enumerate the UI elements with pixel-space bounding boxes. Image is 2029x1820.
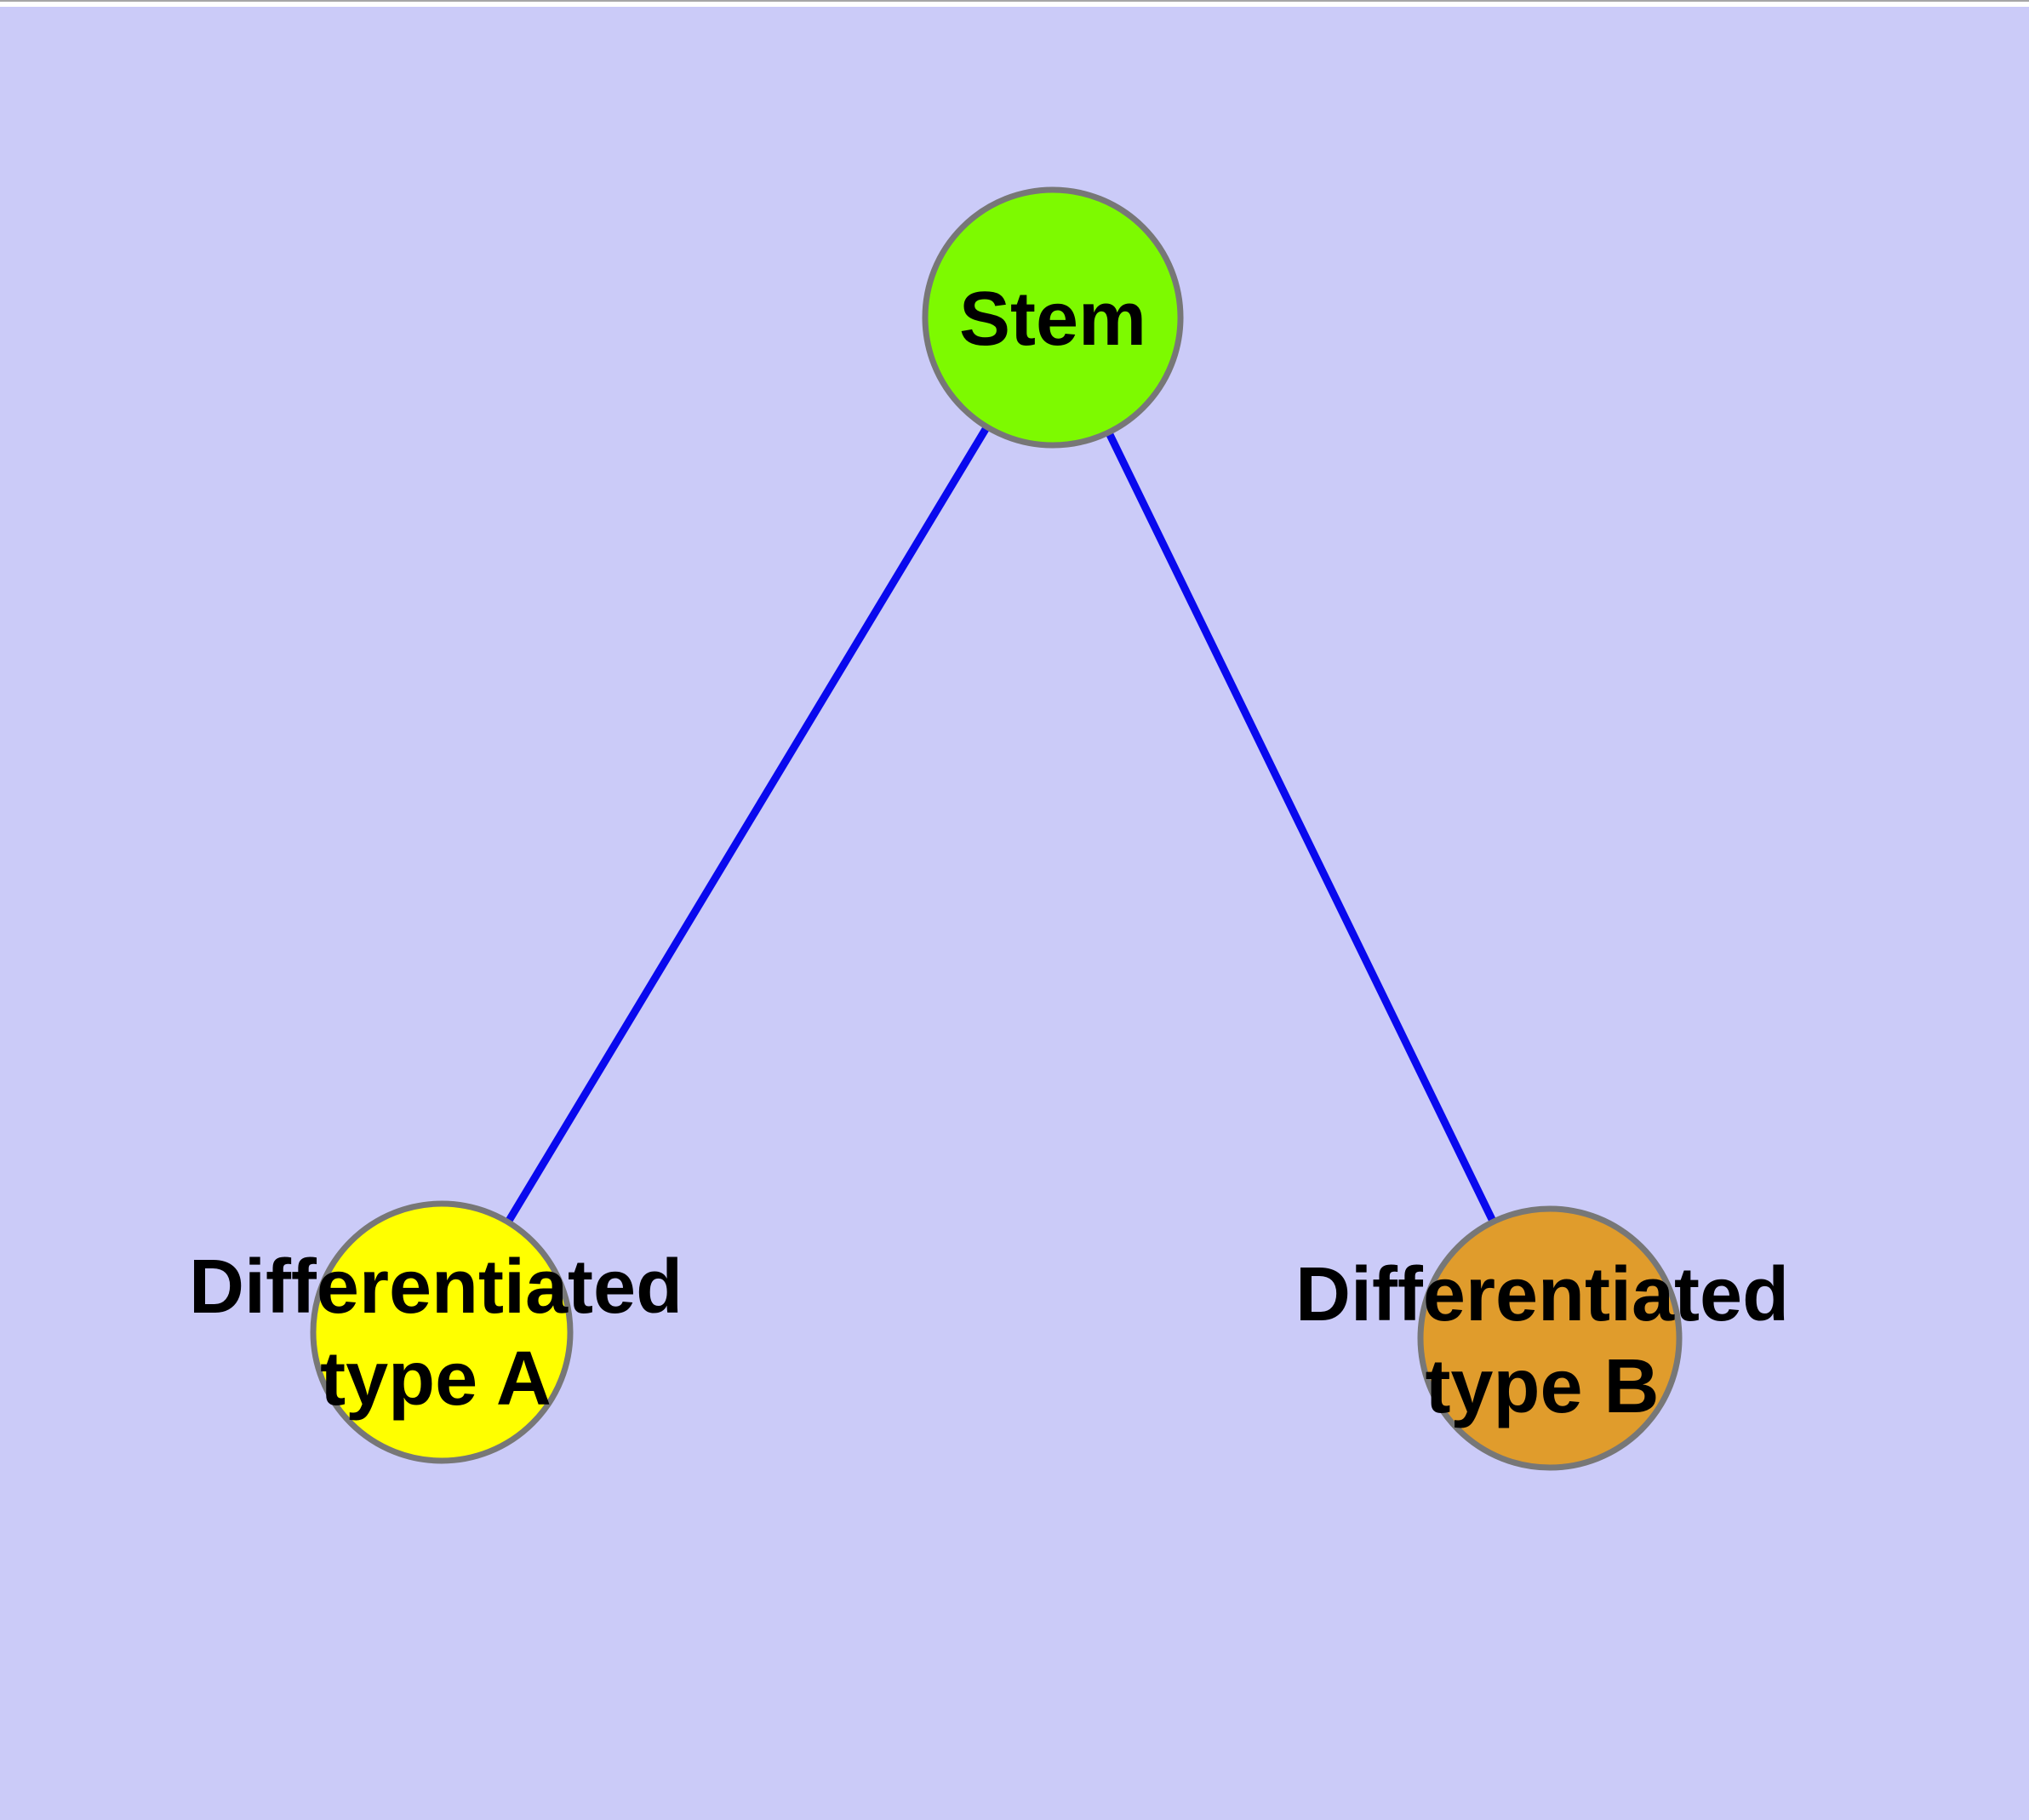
node-label-type-a: Differentiated type A — [189, 1241, 683, 1425]
node-label-stem: Stem — [958, 277, 1147, 362]
node-type-b-circle — [1417, 1205, 1683, 1471]
edge-stem-to-type-a — [438, 315, 1056, 1335]
node-label-type-b-line1: Differentiated — [1295, 1252, 1790, 1337]
edge-stem-to-type-b — [1049, 316, 1554, 1340]
node-label-type-b-line2: type B — [1425, 1344, 1660, 1429]
node-stem-circle — [922, 186, 1184, 449]
node-type-a-circle — [310, 1200, 574, 1464]
node-label-type-a-line2: type A — [320, 1336, 552, 1422]
node-label-type-a-line1: Differentiated — [188, 1245, 683, 1330]
node-label-type-b: Differentiated type B — [1295, 1249, 1789, 1433]
window-top-border — [0, 0, 2029, 2]
